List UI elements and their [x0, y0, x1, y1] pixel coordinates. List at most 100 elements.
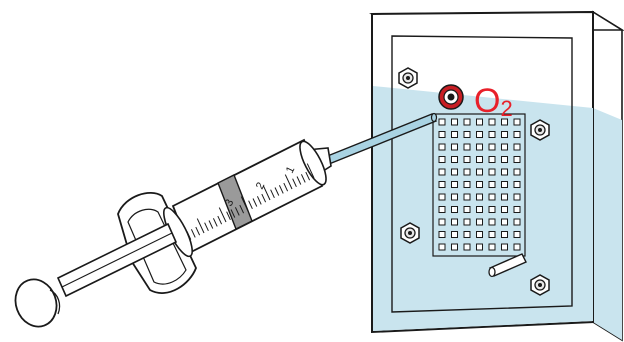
graduation-tick — [217, 215, 223, 225]
o2-label-subscript: 2 — [500, 96, 512, 121]
electrode-grid-hole — [513, 231, 521, 238]
electrode-grid-hole — [488, 243, 496, 251]
electrode-grid-hole — [438, 156, 446, 163]
electrode-grid-hole — [488, 168, 496, 176]
electrode-grid-hole — [463, 156, 471, 163]
electrode-grid-hole — [501, 168, 508, 176]
plunger-seal-band — [217, 174, 253, 230]
electrode-grid-hole — [513, 193, 521, 201]
graduation-tick — [270, 189, 275, 199]
scale-label-3: 3 — [223, 198, 236, 209]
electrode-grid-hole — [438, 118, 446, 126]
graduation-tick — [256, 196, 262, 205]
electrode-grid-hole — [451, 168, 458, 176]
electrode-grid-hole — [451, 243, 458, 251]
electrode-grid-hole — [451, 206, 458, 213]
electrode-grid-hole — [451, 131, 458, 138]
plunger-thumb-pad — [14, 278, 61, 328]
o2-label-letter: O — [474, 82, 500, 120]
graduation-tick — [212, 218, 218, 227]
cell-inner-panel — [391, 35, 573, 313]
electrode-grid-hole — [463, 243, 471, 251]
graduation-tick — [218, 207, 227, 223]
electrode-grid-hole — [463, 168, 471, 176]
electrode-grid — [438, 118, 521, 251]
scale-label-2: 2 — [254, 181, 267, 192]
graduation-tick — [240, 196, 249, 212]
electrode-grid-hole — [488, 118, 496, 126]
electrode-grid-hole — [476, 143, 483, 151]
electrode-grid-hole — [476, 156, 483, 163]
electrode-grid-hole — [451, 193, 458, 201]
electrode-grid-hole — [438, 206, 446, 213]
electrode-grid-hole — [476, 243, 483, 251]
syringe-barrel: 3 2 1 — [171, 138, 327, 254]
electrode-grid-hole — [438, 218, 446, 226]
electrode-grid-hole — [463, 131, 471, 138]
electrode-grid-hole — [476, 193, 483, 201]
o2-label: O2 — [474, 82, 513, 121]
electrode-grid-hole — [476, 181, 483, 188]
electrode-grid-hole — [488, 231, 496, 238]
graduation-tick — [239, 204, 245, 214]
electrode-grid-hole — [501, 218, 508, 226]
electrode-grid-hole — [488, 131, 496, 138]
graduation-tick — [204, 222, 209, 232]
graduation-tick — [274, 187, 280, 196]
graduation-tick — [190, 229, 196, 238]
graduation-tick — [208, 220, 214, 229]
electrode-grid-hole — [501, 118, 508, 126]
electrode-grid-hole — [438, 193, 446, 201]
electrode-grid-hole — [476, 206, 483, 213]
graduation-tick — [306, 163, 315, 179]
electrode-grid-hole — [501, 231, 508, 238]
graduation-tick — [296, 176, 302, 185]
electrode-grid-hole — [451, 231, 458, 238]
electrode-grid-hole — [513, 168, 521, 176]
electrode-grid-hole — [513, 206, 521, 213]
electrode-grid-hole — [476, 231, 483, 238]
electrode-grid-frame — [432, 113, 526, 257]
electrode-grid-hole — [488, 193, 496, 201]
electrode-grid-hole — [501, 243, 508, 251]
graduation-tick — [248, 200, 253, 210]
electrode-grid-hole — [463, 143, 471, 151]
graduation-tick — [195, 226, 201, 236]
graduation-tick — [305, 171, 311, 181]
electrode-grid-hole — [501, 156, 508, 163]
electrode-grid-hole — [513, 118, 521, 126]
electrode-grid-hole — [476, 168, 483, 176]
electrode-grid-hole — [438, 143, 446, 151]
electrode-grid-hole — [438, 131, 446, 138]
graduation-tick — [261, 193, 267, 203]
cell-side-water — [593, 108, 622, 340]
electrode-grid-hole — [438, 231, 446, 238]
graduation-tick — [292, 178, 297, 188]
electrode-grid-hole — [513, 143, 521, 151]
graduation-tick — [284, 174, 293, 190]
graduation-tick — [234, 207, 240, 216]
electrode-grid-hole — [501, 131, 508, 138]
electrode-grid-hole — [513, 243, 521, 251]
bolt-bottom-right — [530, 274, 550, 296]
electrode-grid-hole — [476, 218, 483, 226]
electrode-grid-hole — [488, 206, 496, 213]
electrode-grid-hole — [451, 218, 458, 226]
graduation-tick — [196, 218, 205, 234]
electrode-grid-hole — [463, 206, 471, 213]
electrode-grid-hole — [488, 156, 496, 163]
electrode-grid-hole — [488, 181, 496, 188]
electrode-grid-hole — [501, 181, 508, 188]
graduation-tick — [252, 198, 258, 207]
electrode-grid-hole — [463, 218, 471, 226]
electrode-grid-hole — [513, 218, 521, 226]
syringe: 3 2 1 — [14, 112, 438, 328]
electrode-grid-hole — [463, 231, 471, 238]
electrode-grid-hole — [488, 218, 496, 226]
electrode-grid-hole — [488, 143, 496, 151]
bolt-bottom-left — [400, 222, 420, 244]
electrode-grid-hole — [451, 181, 458, 188]
graduation-tick — [230, 209, 236, 218]
